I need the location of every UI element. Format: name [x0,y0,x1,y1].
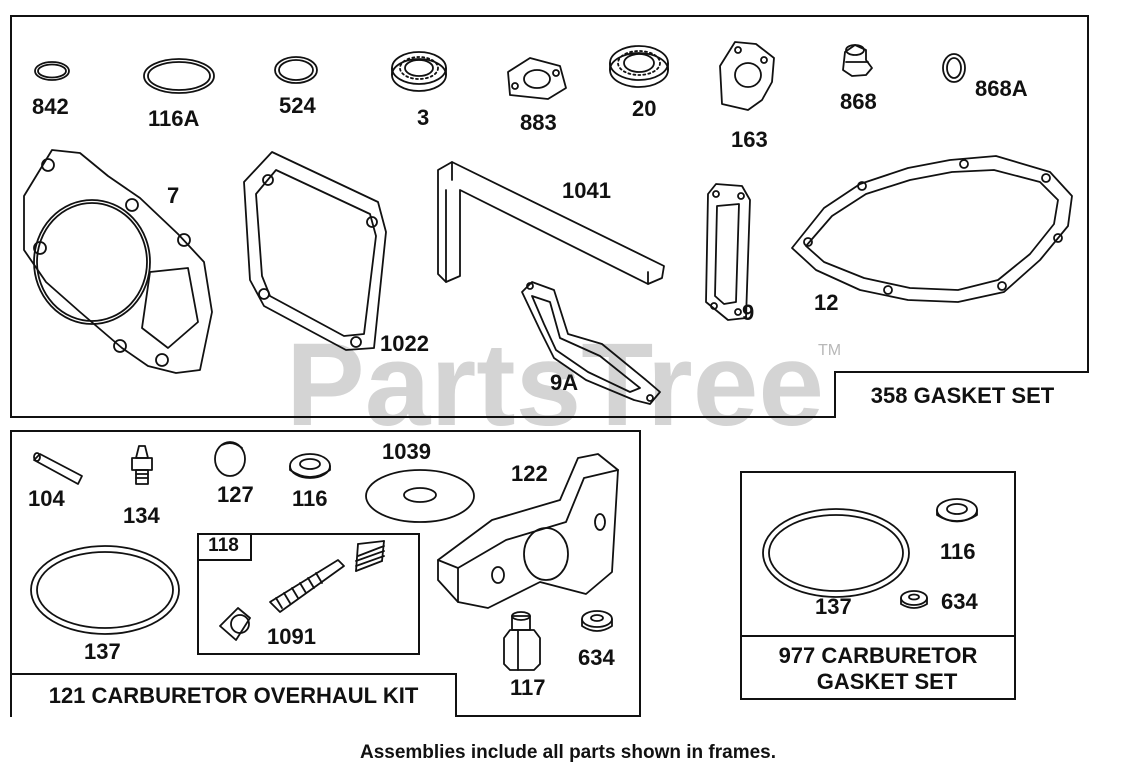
part-883-gasket [507,57,567,100]
subkit-118-frame [197,533,420,655]
part-number-634-right: 634 [941,589,978,614]
part-number-883: 883 [520,110,557,135]
part-number-9: 9 [742,300,755,325]
carburetor-gasket-set-label-line1: 977 CARBURETOR [778,642,978,668]
part-524-oring [274,56,318,84]
part-number-104: 104 [28,486,65,511]
part-number-20: 20 [632,96,657,121]
part-number-116: 116 [292,486,328,511]
part-number-116A: 116A [148,106,200,131]
part-868A-washer [942,53,966,83]
part-number-117: 117 [510,675,546,700]
part-number-842: 842 [32,94,69,119]
part-12-crankcase-gasket [791,155,1073,303]
part-20-oil-seal [609,45,669,88]
carburetor-overhaul-kit-label: 121 CARBURETOR OVERHAUL KIT [10,673,457,717]
part-number-122: 122 [511,461,548,486]
carburetor-gasket-set-frame [740,471,1016,700]
part-number-1091: 1091 [267,624,316,649]
part-number-127: 127 [217,482,254,507]
part-number-9A: 9A [550,370,579,395]
part-104-pin [33,452,83,485]
part-1041-strip [437,161,665,285]
watermark-tm: TM [818,342,842,359]
part-number-1041: 1041 [562,178,611,203]
subkit-118-label: 118 [197,533,252,561]
part-116A-oring [143,58,215,94]
part-number-134: 134 [123,503,160,528]
part-number-116-right: 116 [940,539,976,564]
part-116-washer [289,453,331,479]
carburetor-gasket-set-label-line2: GASKET SET [816,668,958,694]
part-9-gasket [705,183,751,321]
gasket-set-frame [10,15,1089,418]
part-118-spring [355,540,385,572]
part-634-washer-right [900,590,928,609]
part-number-3: 3 [417,105,430,130]
part-7-head-gasket [23,149,213,374]
part-1039-disc [365,469,475,523]
gasket-set-label: 358 GASKET SET [834,371,1089,418]
part-137-gasket-right [762,508,910,598]
part-127-plug [214,441,246,477]
part-137-gasket [30,545,180,635]
part-number-137-right: 137 [815,594,852,619]
part-number-1039: 1039 [382,439,431,464]
part-634-washer [581,610,613,632]
part-842-oring [34,61,70,81]
part-number-7: 7 [167,183,180,208]
part-number-634: 634 [578,645,615,670]
part-number-12: 12 [814,290,839,315]
part-number-868A: 868A [975,76,1028,101]
part-868-valve-seal [842,44,873,77]
part-122-spacer [437,453,619,609]
part-3-oil-seal [391,51,447,92]
part-number-524: 524 [279,93,316,118]
part-number-163: 163 [731,127,768,152]
part-9A-gasket [521,281,661,405]
watermark-text: PartsTree [286,319,824,451]
footer-note: Assemblies include all parts shown in fr… [359,742,777,763]
part-number-868: 868 [840,89,877,114]
part-1022-gasket [243,151,387,351]
part-163-gasket [719,41,775,111]
part-1091-screw [219,559,345,641]
part-116-washer-right [936,498,978,523]
part-117-fitting [503,611,541,671]
part-number-137: 137 [84,639,121,664]
part-134-needle [131,445,153,485]
part-number-1022: 1022 [380,331,429,356]
carburetor-gasket-set-label: 977 CARBURETOR GASKET SET [740,635,1016,700]
